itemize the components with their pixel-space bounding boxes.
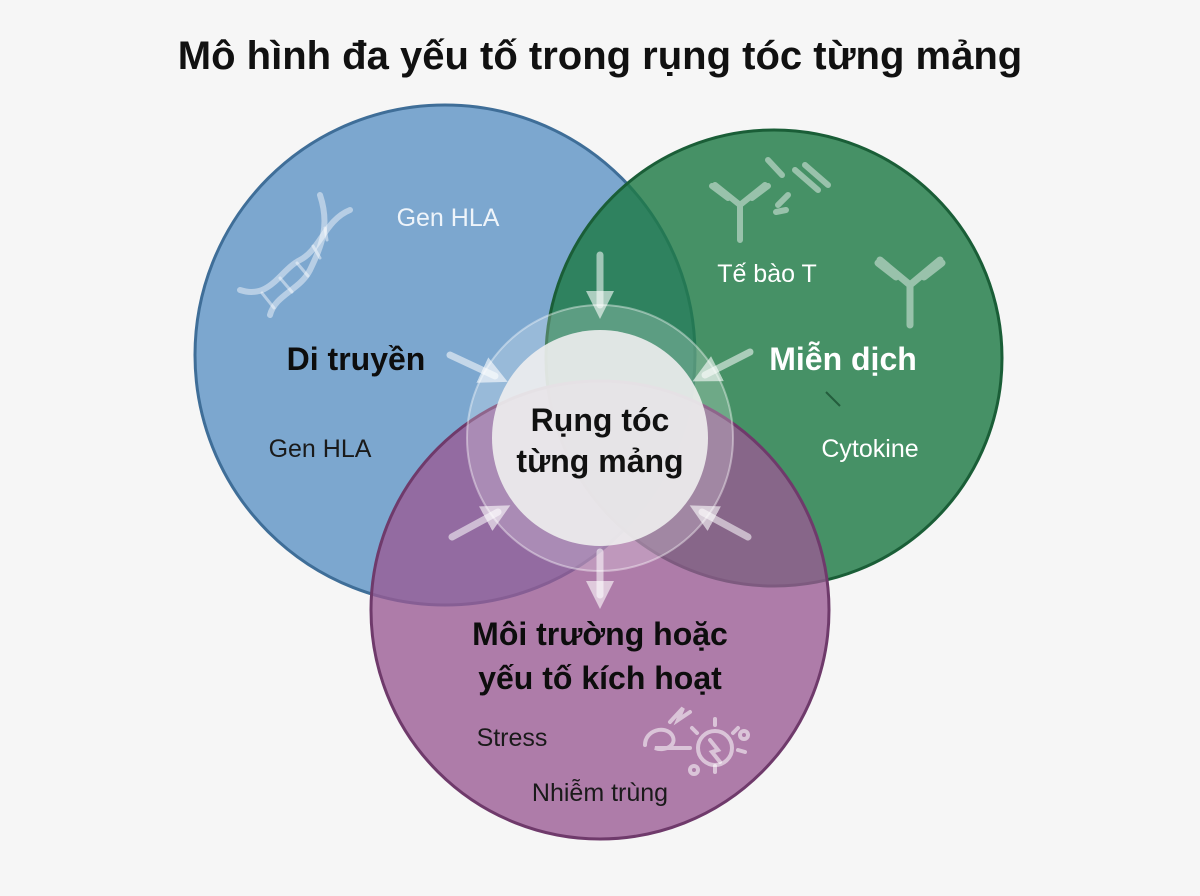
small-arrow-icon — [825, 391, 841, 407]
environment-heading-line1: Môi trường hoặc — [472, 616, 728, 652]
arrow-right — [692, 348, 754, 382]
immune-label-tcell: Tế bào T — [717, 260, 817, 288]
arrow-bottom-right — [689, 505, 752, 541]
center-label-line1: Rụng tóc — [531, 402, 670, 438]
environment-label-stress: Stress — [477, 724, 548, 752]
immune-heading: Miễn dịch — [769, 341, 917, 377]
dna-helix-icon — [237, 192, 353, 318]
arrows — [446, 251, 754, 609]
genetics-heading: Di truyền — [287, 341, 426, 377]
environment-label-infection: Nhiễm trùng — [532, 778, 668, 807]
center-label-line2: từng mảng — [516, 443, 683, 479]
antibody-icon — [709, 182, 771, 243]
environment-heading-line2: yếu tố kích hoạt — [478, 660, 722, 696]
page-title: Mô hình đa yếu tố trong rụng tóc từng mả… — [177, 34, 1023, 78]
arrow-left — [446, 351, 508, 383]
center-circle — [492, 330, 708, 546]
antibody-icon — [874, 256, 946, 329]
genetics-label-bottom: Gen HLA — [269, 435, 372, 463]
antibody-fragments-icon — [765, 157, 831, 215]
arrow-bottom-left — [448, 505, 511, 541]
genetics-label-top: Gen HLA — [397, 204, 500, 232]
stress-infection-icon — [643, 706, 750, 776]
immune-label-cytokine: Cytokine — [821, 435, 918, 463]
